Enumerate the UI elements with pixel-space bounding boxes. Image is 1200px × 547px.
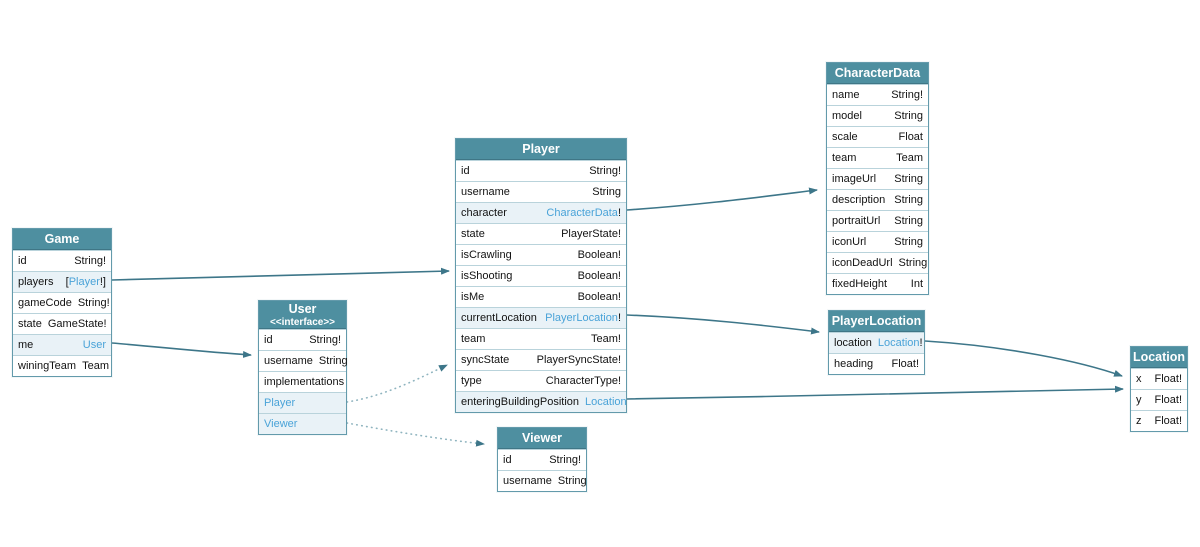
field-row-game-players[interactable]: players [Player!] bbox=[13, 271, 111, 292]
table-playerlocation[interactable]: PlayerLocation location Location! headin… bbox=[828, 310, 925, 375]
edge-playerlocation-location-to-location bbox=[924, 340, 1123, 377]
field-row-game-gamecode[interactable]: gameCode String! bbox=[13, 292, 111, 313]
edge-user-viewer-to-viewer bbox=[346, 422, 485, 447]
field-row-game-id[interactable]: id String! bbox=[13, 250, 111, 271]
field-row-characterdata-team[interactable]: team Team bbox=[827, 147, 928, 168]
table-location[interactable]: Location x Float! y Float! z Float! bbox=[1130, 346, 1188, 432]
edge-player-currentlocation-to-playerlocation bbox=[626, 314, 820, 335]
field-row-playerlocation-heading[interactable]: heading Float! bbox=[829, 353, 924, 374]
field-row-viewer-username[interactable]: username String bbox=[498, 470, 587, 491]
field-row-location-x[interactable]: x Float! bbox=[1131, 368, 1187, 389]
implementation-link-player[interactable]: Player bbox=[264, 397, 296, 409]
field-row-game-state[interactable]: state GameState! bbox=[13, 313, 111, 334]
field-row-user-id[interactable]: id String! bbox=[259, 329, 346, 350]
field-row-characterdata-name[interactable]: name String! bbox=[827, 84, 928, 105]
field-row-user-username[interactable]: username String bbox=[259, 350, 348, 371]
edge-user-player-to-player bbox=[346, 364, 448, 403]
type-link-playerlocation[interactable]: PlayerLocation bbox=[545, 312, 618, 324]
table-user[interactable]: User <<interface>> id String! username S… bbox=[258, 300, 348, 435]
field-row-player-enteringbuildingposition[interactable]: enteringBuildingPosition Location bbox=[456, 391, 627, 412]
table-player[interactable]: Player id String! username String charac… bbox=[455, 138, 627, 413]
table-playerlocation-header[interactable]: PlayerLocation bbox=[829, 311, 924, 332]
table-characterdata[interactable]: CharacterData name String! model String … bbox=[826, 62, 929, 295]
field-row-player-isshooting[interactable]: isShooting Boolean! bbox=[456, 265, 626, 286]
table-user-header[interactable]: User <<interface>> bbox=[259, 301, 346, 329]
implementation-link-viewer[interactable]: Viewer bbox=[264, 418, 298, 430]
field-row-playerlocation-location[interactable]: location Location! bbox=[829, 332, 924, 353]
field-row-game-me[interactable]: me User bbox=[13, 334, 111, 355]
type-link-user[interactable]: User bbox=[82, 339, 106, 351]
field-row-player-team[interactable]: team Team! bbox=[456, 328, 626, 349]
field-row-characterdata-description[interactable]: description String bbox=[827, 189, 928, 210]
field-row-characterdata-imageurl[interactable]: imageUrl String bbox=[827, 168, 928, 189]
field-row-player-currentlocation[interactable]: currentLocation PlayerLocation! bbox=[456, 307, 626, 328]
field-row-player-iscrawling[interactable]: isCrawling Boolean! bbox=[456, 244, 626, 265]
interface-stereotype: <<interface>> bbox=[269, 317, 336, 328]
field-row-player-state[interactable]: state PlayerState! bbox=[456, 223, 626, 244]
field-row-characterdata-iconurl[interactable]: iconUrl String bbox=[827, 231, 928, 252]
edge-player-enteringbuildingposition-to-location bbox=[626, 385, 1124, 400]
field-row-player-character[interactable]: character CharacterData! bbox=[456, 202, 626, 223]
field-row-player-syncstate[interactable]: syncState PlayerSyncState! bbox=[456, 349, 626, 370]
field-row-user-player[interactable]: Player bbox=[259, 392, 346, 413]
table-player-header[interactable]: Player bbox=[456, 139, 626, 160]
table-game[interactable]: Game id String! players [Player!] gameCo… bbox=[12, 228, 112, 377]
table-viewer-header[interactable]: Viewer bbox=[498, 428, 586, 449]
field-row-characterdata-icondeadurl[interactable]: iconDeadUrl String bbox=[827, 252, 928, 273]
edge-game-me-to-user bbox=[111, 342, 252, 358]
field-row-characterdata-model[interactable]: model String bbox=[827, 105, 928, 126]
field-row-game-winingteam[interactable]: winingTeam Team bbox=[13, 355, 111, 376]
type-link-location[interactable]: Location bbox=[585, 396, 627, 408]
field-row-characterdata-fixedheight[interactable]: fixedHeight Int bbox=[827, 273, 928, 294]
field-row-viewer-id[interactable]: id String! bbox=[498, 449, 586, 470]
field-row-player-isme[interactable]: isMe Boolean! bbox=[456, 286, 626, 307]
table-location-header[interactable]: Location bbox=[1131, 347, 1187, 368]
edge-player-character-to-characterdata bbox=[626, 187, 818, 211]
field-row-location-y[interactable]: y Float! bbox=[1131, 389, 1187, 410]
field-row-user-viewer[interactable]: Viewer bbox=[259, 413, 346, 434]
table-game-header[interactable]: Game bbox=[13, 229, 111, 250]
field-row-characterdata-portraiturl[interactable]: portraitUrl String bbox=[827, 210, 928, 231]
field-row-user-implementations: implementations bbox=[259, 371, 346, 392]
edge-game-players-to-player bbox=[111, 267, 450, 281]
field-row-player-type[interactable]: type CharacterType! bbox=[456, 370, 626, 391]
type-link-characterdata[interactable]: CharacterData bbox=[546, 207, 618, 219]
field-row-location-z[interactable]: z Float! bbox=[1131, 410, 1187, 431]
table-viewer[interactable]: Viewer id String! username String bbox=[497, 427, 587, 492]
table-characterdata-header[interactable]: CharacterData bbox=[827, 63, 928, 84]
field-row-player-username[interactable]: username String bbox=[456, 181, 626, 202]
field-row-player-id[interactable]: id String! bbox=[456, 160, 626, 181]
field-row-characterdata-scale[interactable]: scale Float bbox=[827, 126, 928, 147]
type-link-location[interactable]: Location bbox=[877, 337, 920, 349]
type-link-player[interactable]: Player bbox=[68, 276, 100, 288]
